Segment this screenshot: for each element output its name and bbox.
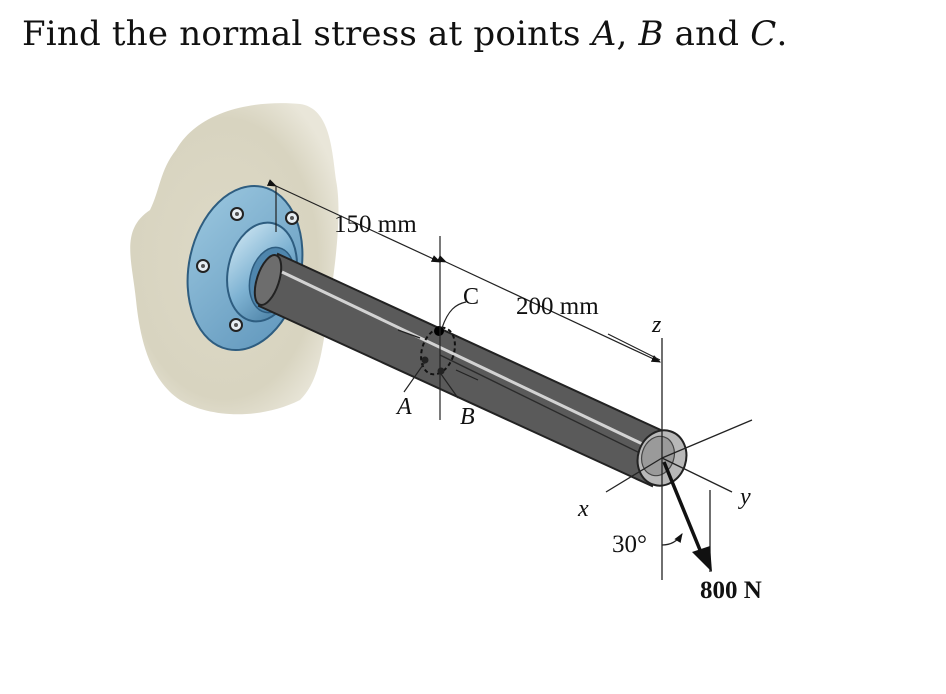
angle-arc: [661, 532, 683, 546]
axis-y-label: y: [738, 484, 751, 510]
axis-z-label: z: [651, 312, 662, 338]
question-sep-1: ,: [616, 14, 639, 54]
question-sep-2: and: [663, 14, 751, 54]
force-label: 800 N: [700, 577, 762, 604]
dimension-200-label: 200 mm: [516, 293, 599, 320]
point-a-label: A: [395, 394, 412, 420]
question-point-c: C: [750, 14, 777, 54]
question-prefix: Find the normal stress at points: [22, 14, 592, 54]
question-point-a: A: [591, 14, 617, 54]
angle-label: 30°: [612, 531, 647, 558]
force-arrow: [662, 461, 712, 572]
axis-x-label: x: [577, 496, 589, 522]
point-b-label: B: [460, 404, 475, 430]
point-c-label: C: [463, 284, 479, 310]
problem-statement: Find the normal stress at points A, B an…: [22, 14, 787, 54]
dimension-150-label: 150 mm: [334, 211, 417, 238]
point-b-marker: [437, 367, 445, 375]
question-suffix: .: [776, 14, 788, 54]
point-a-marker: [421, 356, 429, 364]
question-point-b: B: [638, 14, 664, 54]
